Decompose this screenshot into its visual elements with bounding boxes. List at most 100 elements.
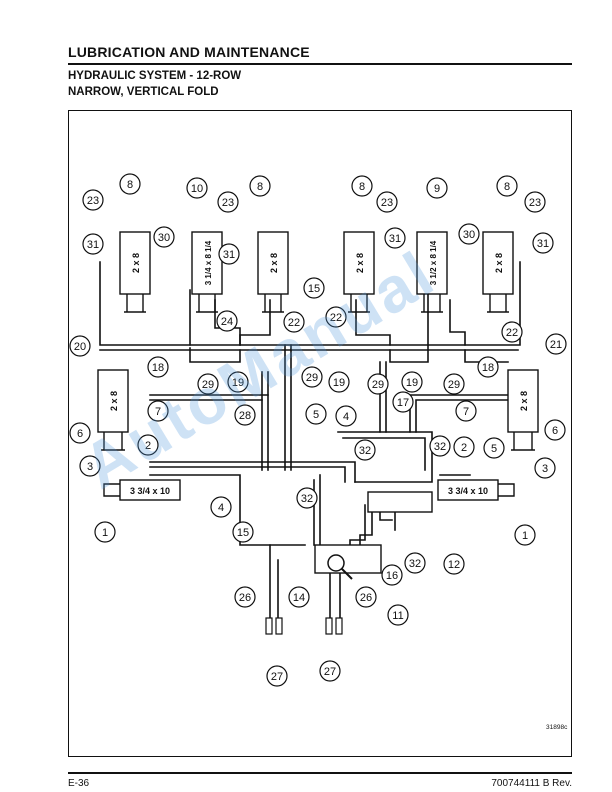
callout-23-label-40: 23 [381,197,393,209]
callout-32-circle-60 [429,435,451,457]
subtitle-line-1: HYDRAULIC SYSTEM - 12-ROW [68,70,242,82]
callout-27-circle-45 [266,665,288,687]
callout-30-circle-53 [458,223,480,245]
callout-29-circle-50 [367,373,389,395]
callout-5-circle-9 [305,403,327,425]
callout-21-circle-34 [545,333,567,355]
callout-21-label-34: 21 [550,339,562,351]
figure-code: 31898c [546,724,568,731]
callout-2-label-3: 2 [145,440,151,452]
callout-2-circle-3 [137,434,159,456]
diagram-frame [68,110,572,757]
callout-29-label-48: 29 [202,379,214,391]
callout-23-label-41: 23 [529,197,541,209]
callout-29-label-50: 29 [372,379,384,391]
callout-3-circle-5 [79,455,101,477]
callout-28-circle-47 [234,404,256,426]
callout-2-circle-4 [453,436,475,458]
callout-23-label-38: 23 [87,195,99,207]
callout-3-label-6: 3 [542,463,548,475]
callout-31-label-55: 31 [223,249,235,261]
callout-31-label-56: 31 [389,233,401,245]
callout-19-circle-30 [227,371,249,393]
callout-16-label-26: 16 [386,570,398,582]
cyl-label-3: 2 x 8 [269,253,279,273]
callout-28-label-47: 28 [239,410,251,422]
cyl-label-8: 2 x 8 [519,391,529,411]
callout-22-circle-35 [283,311,305,333]
callout-32-label-60: 32 [434,441,446,453]
callout-31-circle-57 [532,232,554,254]
cyl-label-10: 3 3/4 x 10 [448,486,488,496]
callout-26-label-44: 26 [360,592,372,604]
callout-29-circle-49 [301,366,323,388]
callout-10-circle-20 [186,177,208,199]
callout-19-label-31: 19 [333,377,345,389]
callout-31-circle-54 [82,233,104,255]
callout-7-label-14: 7 [463,406,469,418]
callout-29-label-51: 29 [448,379,460,391]
callout-7-circle-13 [147,400,169,422]
callout-29-circle-48 [197,373,219,395]
callout-6-circle-11 [69,422,91,444]
callout-16-circle-26 [381,564,403,586]
cyl-label-4: 2 x 8 [355,253,365,273]
callout-31-circle-56 [384,227,406,249]
callout-11-label-21: 11 [392,610,403,622]
callout-14-circle-23 [288,586,310,608]
callout-32-label-61: 32 [409,558,421,570]
callout-4-circle-8 [335,405,357,427]
callout-30-circle-52 [153,226,175,248]
callout-18-label-28: 18 [152,362,164,374]
callout-4-label-7: 4 [218,502,224,514]
callout-27-label-45: 27 [271,671,283,683]
callout-29-circle-51 [443,373,465,395]
callout-4-label-8: 4 [343,411,349,423]
callout-32-circle-58 [296,487,318,509]
callout-30-label-52: 30 [158,232,170,244]
cyl-label-5: 3 1/2 x 8 1/4 [429,240,438,285]
page-number: E-36 [68,778,90,789]
cyl-label-9: 3 3/4 x 10 [130,486,170,496]
callout-31-label-54: 31 [87,239,99,251]
callout-26-circle-43 [234,586,256,608]
callout-8-label-17: 8 [359,181,365,193]
callout-1-label-2: 1 [522,530,528,542]
callout-19-label-32: 19 [406,377,418,389]
callout-30-label-53: 30 [463,229,475,241]
cyl-label-2: 3 1/4 x 8 1/4 [204,240,213,285]
callout-12-label-22: 12 [448,559,460,571]
callout-8-circle-16 [249,175,271,197]
callout-6-label-11: 6 [77,428,83,440]
callout-22-label-37: 22 [506,327,518,339]
callout-24-label-42: 24 [221,316,233,328]
callout-1-circle-2 [514,524,536,546]
callout-29-label-49: 29 [306,372,318,384]
callout-7-circle-14 [455,400,477,422]
callout-11-circle-21 [387,604,409,626]
header-rule [68,63,572,65]
callout-7-label-13: 7 [155,406,161,418]
footer-rule [68,772,572,774]
subtitle-line-2: NARROW, VERTICAL FOLD [68,86,219,98]
callout-6-circle-12 [544,419,566,441]
callout-8-label-15: 8 [127,179,133,191]
callout-8-circle-15 [119,173,141,195]
callout-5-label-10: 5 [491,443,497,455]
callout-19-circle-31 [328,371,350,393]
page-header-title: LUBRICATION AND MAINTENANCE [68,44,310,60]
callout-23-circle-41 [524,191,546,213]
callout-8-label-18: 8 [504,181,510,193]
callout-15-circle-25 [232,521,254,543]
callout-3-circle-6 [534,457,556,479]
callout-18-label-29: 18 [482,362,494,374]
callout-31-label-57: 31 [537,238,549,250]
callout-9-label-19: 9 [434,183,440,195]
callout-8-label-16: 8 [257,181,263,193]
callout-1-circle-1 [94,521,116,543]
callout-17-label-27: 17 [397,397,409,409]
callout-4-circle-7 [210,496,232,518]
callout-32-label-59: 32 [359,445,371,457]
cyl-label-6: 2 x 8 [494,253,504,273]
